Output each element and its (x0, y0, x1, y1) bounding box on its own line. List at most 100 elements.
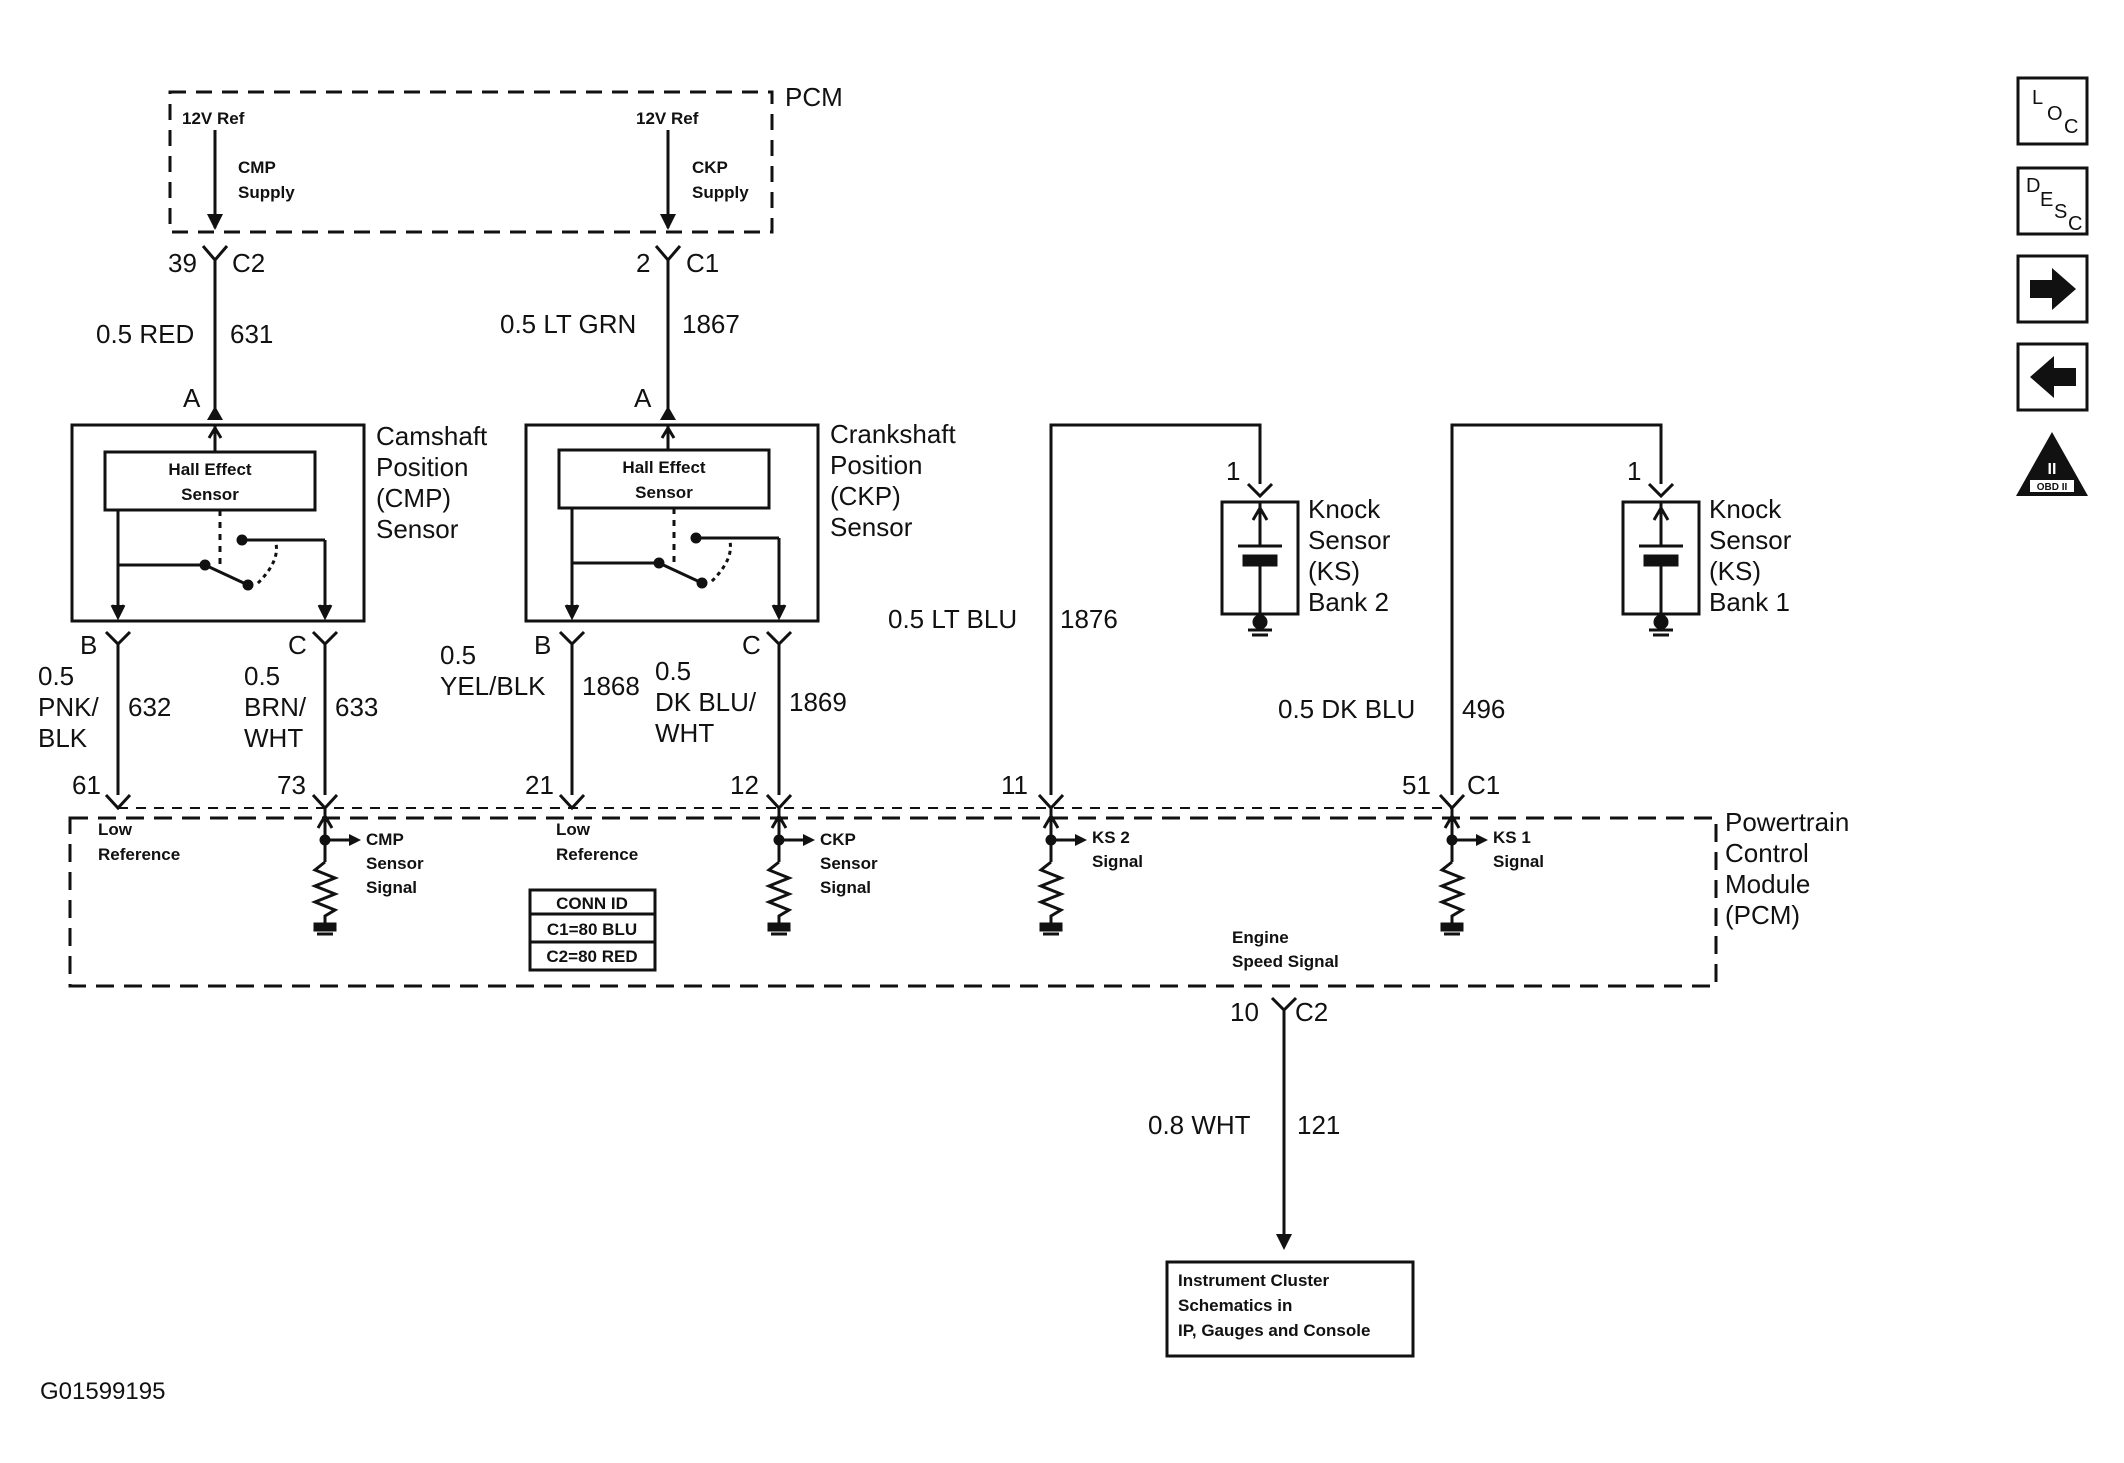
destination-line-1: Instrument Cluster (1178, 1271, 1330, 1290)
desc-button[interactable]: D E S C (2016, 166, 2089, 236)
loc-button[interactable]: L O C (2016, 76, 2089, 146)
ckp-signal-color-1: 0.5 (655, 656, 691, 686)
pcm-cmp-signal-b: Sensor (366, 854, 424, 873)
pcm-ckp-signal-a: CKP (820, 830, 856, 849)
ks1-name-4: Bank 1 (1709, 587, 1790, 617)
pcm-low-ref-1-b: Reference (98, 845, 180, 864)
loc-letter-o: O (2047, 103, 2063, 125)
ks1-color: 0.5 DK BLU (1278, 694, 1415, 724)
conn-id-c1: C1=80 BLU (547, 920, 637, 939)
ckp-pin-b: B (534, 630, 551, 660)
cmp-supply-conn: C2 (232, 248, 265, 278)
ckp-ref-label: 12V Ref (636, 109, 699, 128)
pcm-name-3: Module (1725, 869, 1810, 899)
ks2-color: 0.5 LT BLU (888, 604, 1017, 634)
prev-button[interactable] (2016, 342, 2089, 412)
pcm-name-1: Powertrain (1725, 807, 1849, 837)
ckp-signal-circuit: 1869 (789, 687, 847, 717)
ks2-pin: 1 (1226, 456, 1240, 486)
pcm-name-2: Control (1725, 838, 1809, 868)
cmp-hall-label-2: Sensor (181, 485, 239, 504)
obd-ii-button[interactable]: II OBD II (2016, 432, 2088, 496)
pcm-pin-51: 51 (1402, 770, 1431, 800)
pcm-cmp-signal-a: CMP (366, 830, 404, 849)
engine-speed-color: 0.8 WHT (1148, 1110, 1251, 1140)
engine-speed-conn: C2 (1295, 997, 1328, 1027)
pcm-pin-21: 21 (525, 770, 554, 800)
conn-id-title: CONN ID (556, 894, 628, 913)
loc-letter-c: C (2064, 116, 2078, 138)
pcm-ckp-signal-c: Signal (820, 878, 871, 897)
cmp-name-3: (CMP) (376, 483, 451, 513)
pcm-cmp-signal-c: Signal (366, 878, 417, 897)
pcm-low-ref-2-b: Reference (556, 845, 638, 864)
arrow-left-icon (2030, 356, 2076, 398)
ckp-supply-conn: C1 (686, 248, 719, 278)
arrow-right-icon (2030, 268, 2076, 310)
ckp-hall-element (557, 448, 771, 510)
pcm-low-ref-1-a: Low (98, 820, 133, 839)
cmp-signal-circuit: 633 (335, 692, 378, 722)
cmp-sensor-box (70, 423, 366, 623)
ckp-low-color-1: 0.5 (440, 640, 476, 670)
cmp-name-2: Position (376, 452, 469, 482)
ckp-sensor-pin-a: A (634, 383, 652, 413)
cmp-low-color-3: BLK (38, 723, 88, 753)
next-button[interactable] (2016, 254, 2089, 324)
engine-speed-pin: 10 (1230, 997, 1259, 1027)
pcm-top-label: PCM (785, 82, 843, 112)
ckp-supply-label-1: CKP (692, 158, 728, 177)
ckp-signal-color-2: DK BLU/ (655, 687, 757, 717)
cmp-ref-label: 12V Ref (182, 109, 245, 128)
pcm-ks2-signal-a: KS 2 (1092, 828, 1130, 847)
pcm-pin-11: 11 (1001, 770, 1028, 800)
ckp-name-2: Position (830, 450, 923, 480)
cmp-pin-b: B (80, 630, 97, 660)
ks2-name-4: Bank 2 (1308, 587, 1389, 617)
pcm-top-box (168, 90, 774, 234)
ckp-signal-color-3: WHT (655, 718, 714, 748)
cmp-hall-element (103, 450, 317, 512)
ks2-name-1: Knock (1308, 494, 1381, 524)
pcm-low-ref-2-a: Low (556, 820, 591, 839)
ckp-hall-label-1: Hall Effect (622, 458, 705, 477)
ks1-circuit: 496 (1462, 694, 1505, 724)
cmp-low-color-2: PNK/ (38, 692, 99, 722)
pcm-box (68, 816, 1718, 988)
ckp-low-color-2: YEL/BLK (440, 671, 546, 701)
loc-letter-l: L (2032, 87, 2043, 109)
cmp-name-1: Camshaft (376, 421, 488, 451)
cmp-supply-label-1: CMP (238, 158, 276, 177)
cmp-name-4: Sensor (376, 514, 459, 544)
cmp-signal-color-2: BRN/ (244, 692, 307, 722)
desc-letter-d: D (2026, 175, 2040, 197)
pcm-engine-speed-a: Engine (1232, 928, 1289, 947)
ckp-name-1: Crankshaft (830, 419, 956, 449)
ks1-name-1: Knock (1709, 494, 1782, 524)
desc-letter-s: S (2054, 201, 2067, 223)
ks1-name-3: (KS) (1709, 556, 1761, 586)
cmp-sensor-pin-a: A (183, 383, 201, 413)
ks2-name-3: (KS) (1308, 556, 1360, 586)
cmp-supply-color: 0.5 RED (96, 319, 194, 349)
cmp-low-circuit: 632 (128, 692, 171, 722)
conn-id-c2: C2=80 RED (546, 947, 637, 966)
cmp-low-color-1: 0.5 (38, 661, 74, 691)
ks1-name-2: Sensor (1709, 525, 1792, 555)
pcm-pin-73: 73 (277, 770, 306, 800)
desc-letter-c: C (2068, 213, 2082, 235)
engine-speed-circuit: 121 (1297, 1110, 1340, 1140)
pcm-engine-speed-b: Speed Signal (1232, 952, 1339, 971)
ks1-pin: 1 (1627, 456, 1641, 486)
ckp-name-3: (CKP) (830, 481, 901, 511)
ckp-supply-label-2: Supply (692, 183, 749, 202)
obd-ii-top-text: II (2048, 461, 2057, 478)
cmp-pin-c: C (288, 630, 307, 660)
ckp-supply-pin: 2 (636, 248, 650, 278)
figure-id: G01599195 (40, 1378, 165, 1405)
ks2-name-2: Sensor (1308, 525, 1391, 555)
pcm-conn-c1: C1 (1467, 770, 1500, 800)
ckp-sensor-box (524, 423, 820, 623)
instrument-cluster-box (1165, 1260, 1415, 1358)
